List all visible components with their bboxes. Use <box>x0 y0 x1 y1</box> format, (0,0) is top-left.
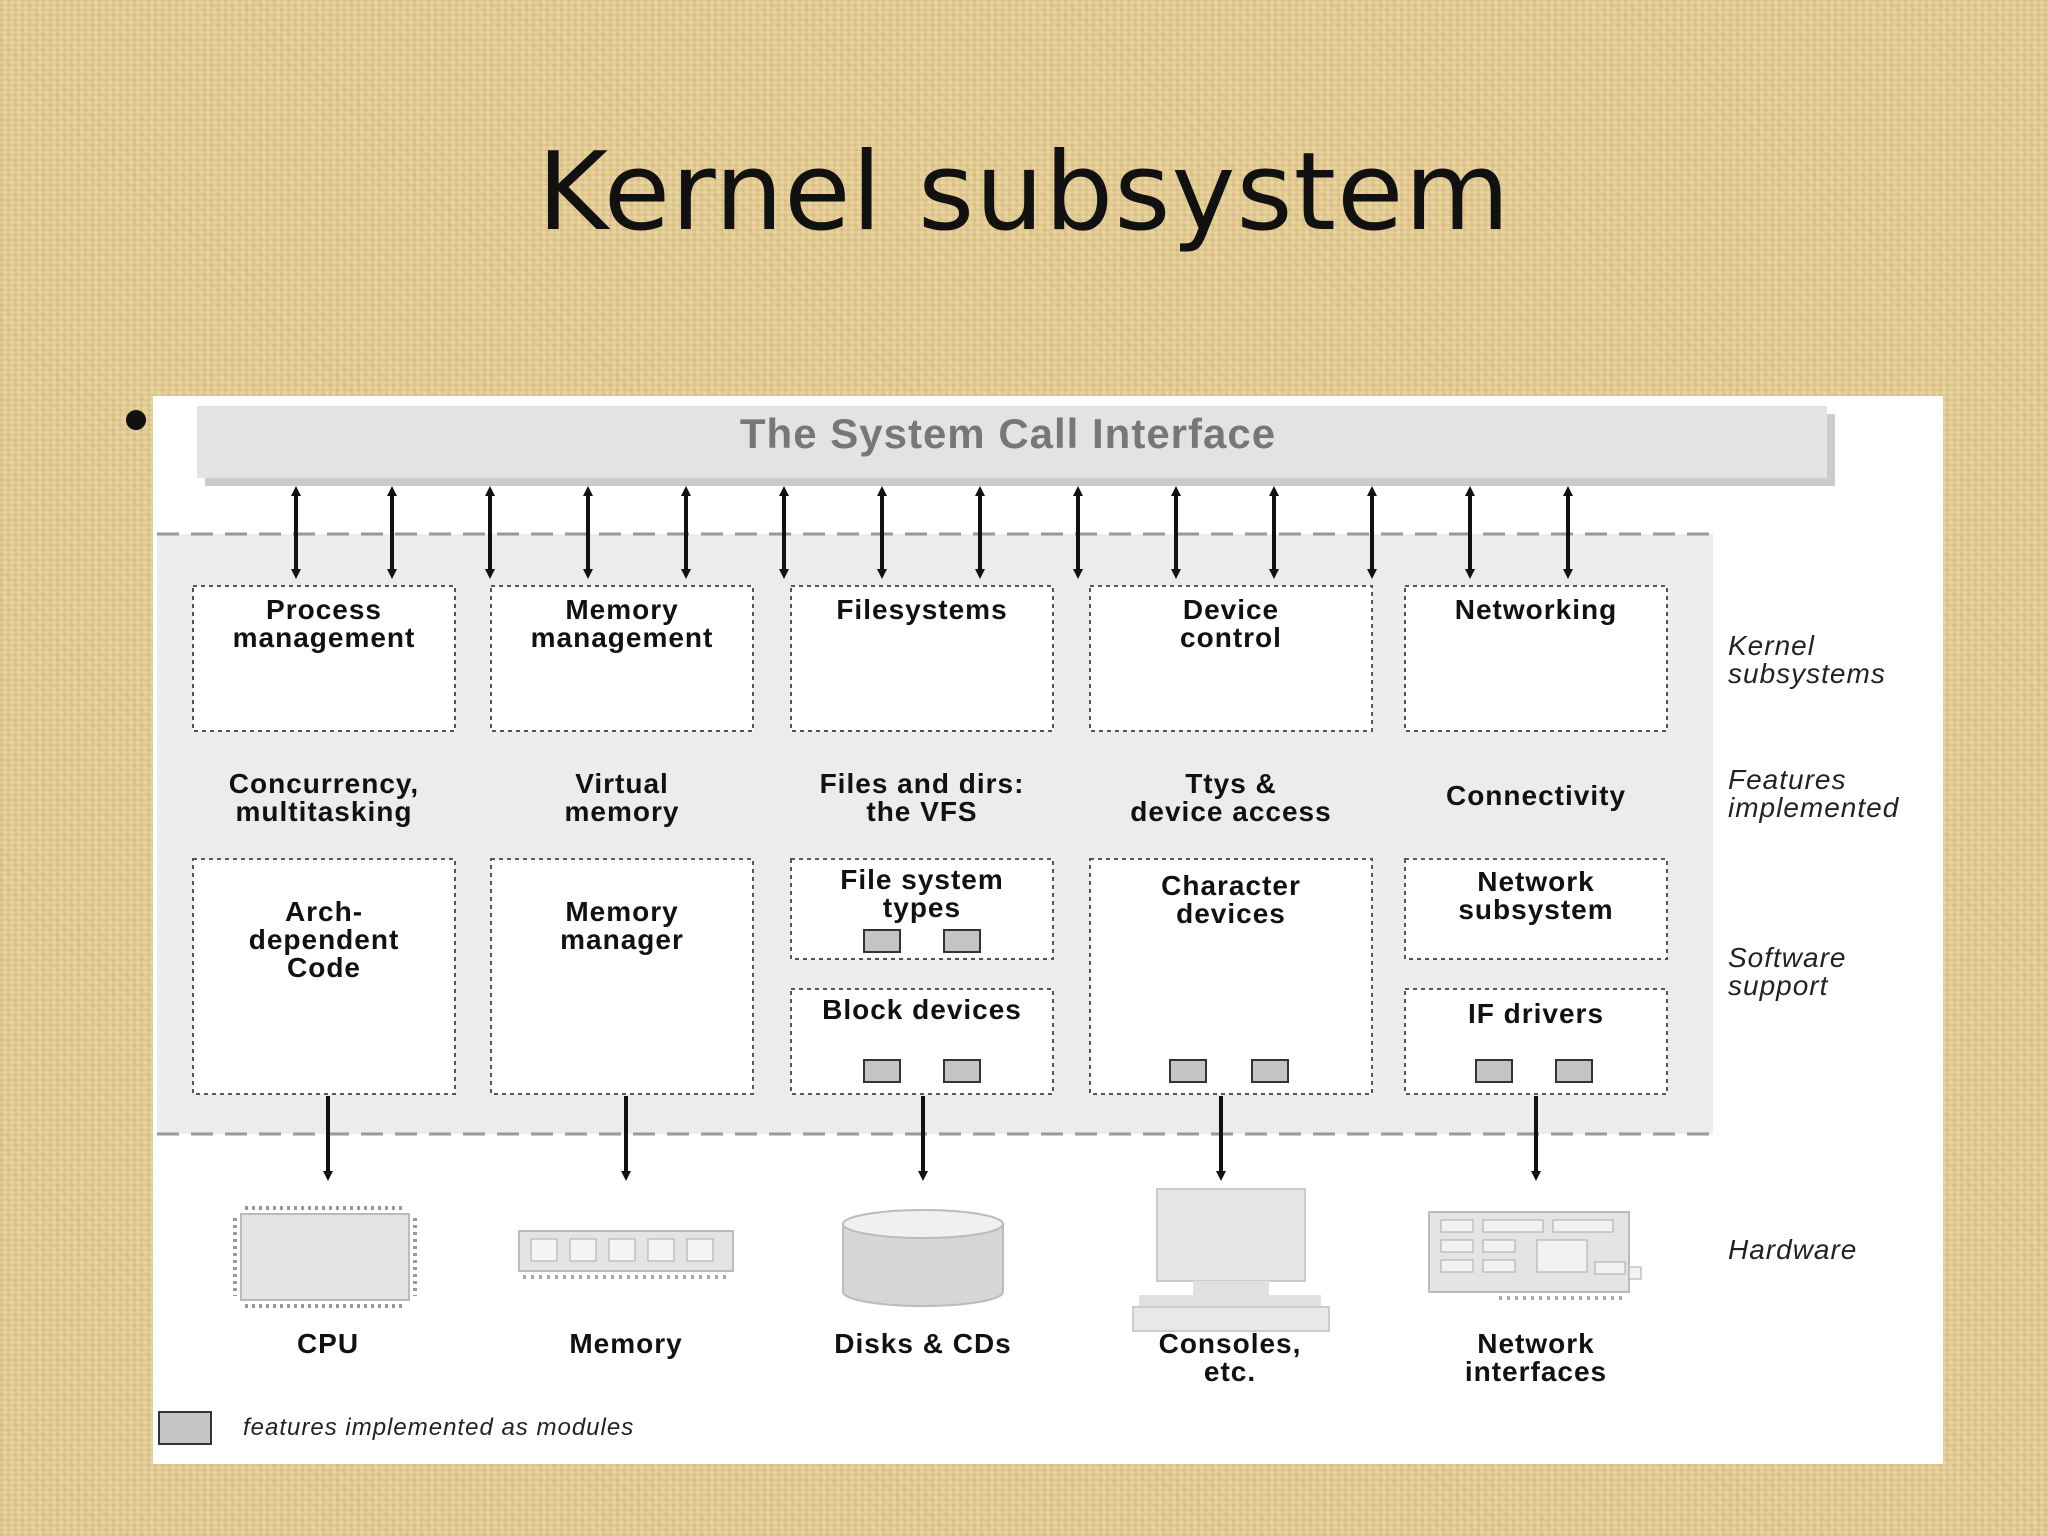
hardware-label-memory: Memory <box>569 1328 683 1359</box>
side-label-hardware: Hardware <box>1728 1234 1858 1265</box>
legend-swatch <box>158 1411 212 1445</box>
diagram-graphics <box>157 406 1835 1445</box>
feature-label: Concurrency, multitasking <box>228 768 420 827</box>
feature-label: Virtual memory <box>564 768 680 827</box>
feature-label: Connectivity <box>1445 780 1627 811</box>
memory-icon <box>518 1230 734 1279</box>
subsystem-label: Process management <box>232 594 416 653</box>
module-squares <box>863 929 1593 1083</box>
subsystem-label: Device control <box>1180 594 1282 653</box>
feature-label: Ttys & device access <box>1130 768 1332 827</box>
syscall-bar <box>197 406 1835 486</box>
syscall-label: The System Call Interface <box>739 410 1277 457</box>
support-label-block-devices: Block devices <box>822 994 1022 1025</box>
support-boxes <box>192 858 1668 1095</box>
side-label-software: Software support <box>1728 942 1847 1001</box>
legend-label: features implemented as modules <box>243 1414 635 1441</box>
network-card-icon <box>1428 1211 1642 1300</box>
disk-icon <box>842 1209 1004 1307</box>
hardware-label-network-interfaces: Network interfaces <box>1464 1328 1608 1387</box>
subsystem-label: Networking <box>1454 594 1618 625</box>
side-label-kernel: Kernel subsystems <box>1728 630 1886 689</box>
slide-title: Kernel subsystem <box>537 130 1511 255</box>
support-label-network-subsystem: Network subsystem <box>1458 866 1614 925</box>
support-label-char-devices: Character devices <box>1161 870 1301 929</box>
hardware-arrows <box>323 1096 1541 1181</box>
cpu-icon <box>233 1206 417 1308</box>
feature-label: Files and dirs: the VFS <box>819 768 1025 827</box>
hardware-label-consoles: Consoles, etc. <box>1158 1328 1302 1387</box>
console-icon <box>1132 1188 1330 1332</box>
syscall-arrows <box>291 486 1573 579</box>
subsystem-label: Filesystems <box>836 594 1008 625</box>
support-label-if-drivers: IF drivers <box>1467 998 1605 1029</box>
kernel-diagram: The System Call Interface Process manage… <box>153 396 1943 1464</box>
hardware-label-disks: Disks & CDs <box>834 1328 1012 1359</box>
subsystem-label: Memory management <box>530 594 714 653</box>
side-label-features: Features implemented <box>1728 764 1900 823</box>
support-label-memory-manager: Memory manager <box>560 896 684 955</box>
bullet-point <box>126 410 146 430</box>
subsystem-boxes <box>192 585 1668 732</box>
support-label-fs-types: File system types <box>840 864 1004 923</box>
hardware-label-cpu: CPU <box>296 1328 360 1359</box>
support-label-arch: Arch- dependent Code <box>248 896 400 983</box>
